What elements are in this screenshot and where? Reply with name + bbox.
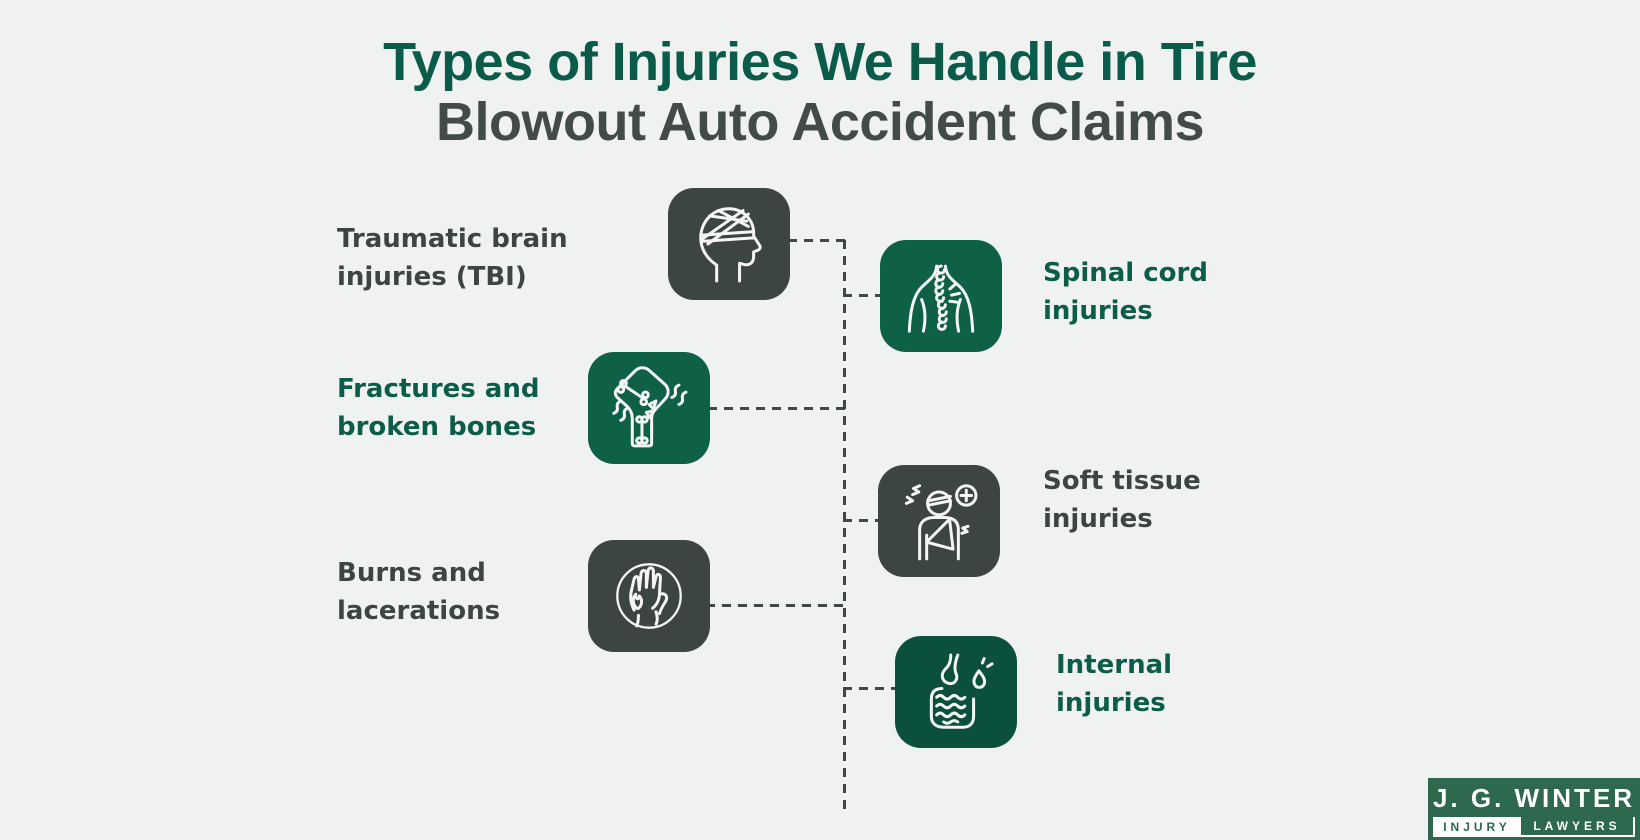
logo-tagline-injury: INJURY (1433, 817, 1521, 837)
connector-internal (843, 687, 898, 690)
label-line: Spinal cord (1043, 258, 1208, 288)
label-internal-injuries: Internal injuries (1056, 646, 1172, 722)
spine-icon (907, 264, 975, 333)
label-fractures-and-broken-bones: Fractures and broken bones (337, 370, 539, 446)
label-line: injuries (1043, 504, 1153, 534)
title-line-2: Blowout Auto Accident Claims (435, 92, 1205, 152)
label-line: injuries (1043, 296, 1153, 326)
head-bandage-icon (699, 207, 762, 283)
connector-burns (706, 604, 845, 607)
label-spinal-cord-injuries: Spinal cord injuries (1043, 254, 1208, 330)
label-line: lacerations (337, 596, 501, 626)
tile-fractures-and-broken-bones (588, 352, 710, 464)
intestines-icon (929, 653, 994, 729)
logo-tagline-lawyers: LAWYERS (1521, 817, 1635, 837)
tile-spinal-cord-injuries (880, 240, 1002, 352)
connector-spinal (843, 294, 883, 297)
injured-person-icon (904, 484, 978, 561)
title-line-1: Types of Injuries We Handle in Tire (383, 32, 1257, 92)
connector-fractures (708, 407, 845, 410)
logo-brand-name: J. G. WINTER (1432, 783, 1636, 813)
label-line: Fractures and (337, 374, 540, 404)
label-burns-and-lacerations: Burns and lacerations (337, 554, 500, 630)
connector-tbi (788, 239, 845, 242)
label-line: Traumatic brain (337, 224, 568, 254)
label-soft-tissue-injuries: Soft tissue injuries (1043, 462, 1201, 538)
label-traumatic-brain-injuries: Traumatic brain injuries (TBI) (337, 220, 568, 296)
bone-fracture-icon (612, 366, 688, 448)
label-line: broken bones (337, 412, 537, 442)
burn-hand-icon (616, 563, 682, 629)
page-title: Types of Injuries We Handle in Tire Blow… (0, 32, 1640, 152)
label-line: Internal (1056, 650, 1173, 680)
tile-soft-tissue-injuries (878, 465, 1000, 577)
label-line: Soft tissue (1043, 466, 1201, 496)
tile-burns-and-lacerations (588, 540, 710, 652)
connector-soft-tissue (843, 519, 881, 522)
center-dashed-line (843, 240, 846, 810)
logo-tagline: INJURY LAWYERS (1433, 817, 1635, 837)
label-line: injuries (TBI) (337, 262, 527, 292)
label-line: injuries (1056, 688, 1166, 718)
tile-internal-injuries (895, 636, 1017, 748)
tile-traumatic-brain-injuries (668, 188, 790, 300)
jg-winter-logo: J. G. WINTER INJURY LAWYERS (1428, 778, 1640, 840)
label-line: Burns and (337, 558, 486, 588)
